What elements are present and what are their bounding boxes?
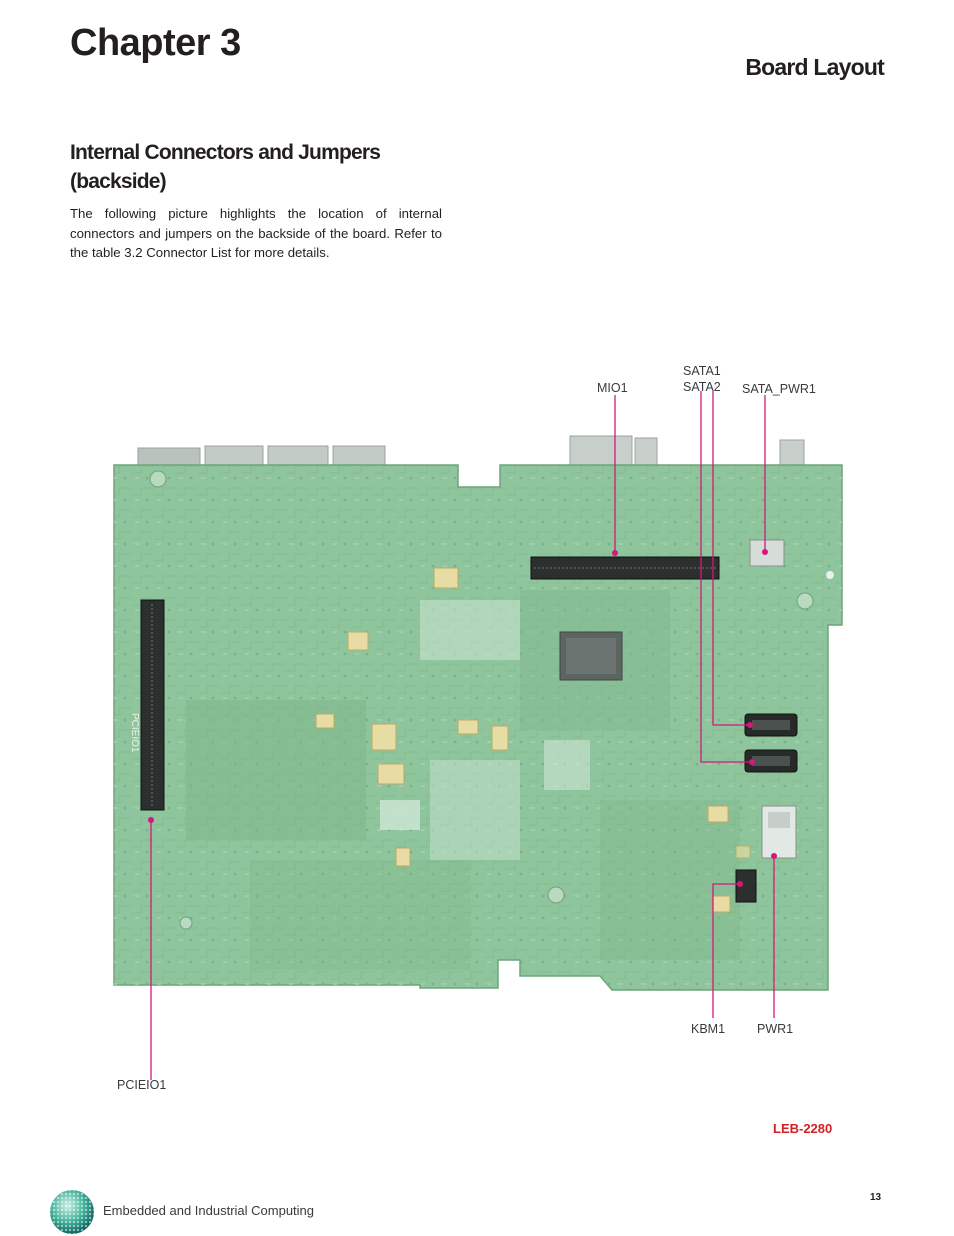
- company-globe-logo: [50, 1190, 94, 1234]
- callout-mio1: MIO1: [597, 381, 628, 395]
- leader-kbm1: [712, 883, 740, 1018]
- silkscreen-pcieio1: PCIEIO1: [129, 713, 140, 753]
- board-photo: PCIEIO1: [113, 435, 843, 991]
- callout-kbm1: KBM1: [691, 1022, 725, 1036]
- callout-pwr1: PWR1: [757, 1022, 793, 1036]
- section-title: Board Layout: [745, 54, 884, 80]
- callout-pcieio1: PCIEIO1: [117, 1078, 166, 1092]
- callout-sata-pwr1: SATA_PWR1: [742, 382, 816, 396]
- chapter-title: Chapter 3: [70, 22, 241, 64]
- footer-company: Embedded and Industrial Computing: [103, 1203, 315, 1218]
- heading-line-2: (backside): [70, 170, 167, 193]
- page-number: 13: [870, 1192, 882, 1203]
- leader-dots: [148, 549, 777, 887]
- heading-line-1: Internal Connectors and Jumpers: [70, 141, 381, 164]
- leader-lines: [150, 391, 775, 1080]
- model-name: LEB-2280: [773, 1121, 833, 1136]
- page-heading: Internal Connectors and Jumpers (backsid…: [70, 138, 450, 196]
- leader-sata2: [700, 391, 752, 763]
- leader-sata1: [712, 391, 750, 726]
- callout-sata2: SATA2: [683, 380, 721, 394]
- intro-paragraph: The following picture highlights the loc…: [70, 206, 442, 260]
- callout-sata1: SATA1: [683, 364, 721, 378]
